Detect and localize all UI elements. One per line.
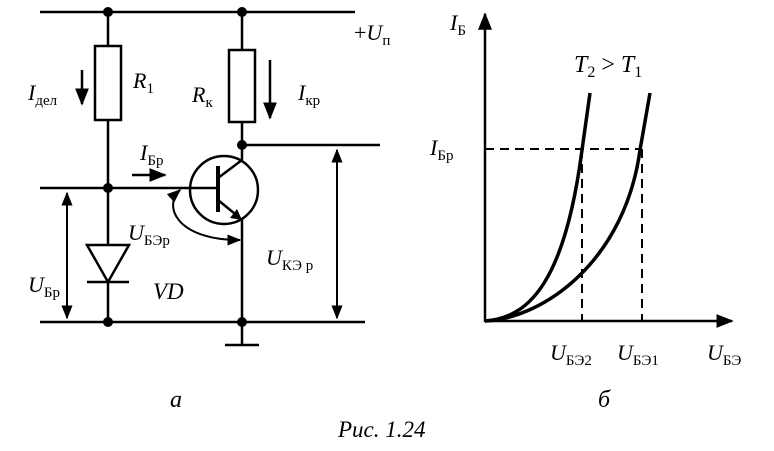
ikr-label: Iкр — [297, 80, 320, 109]
curve-t2 — [484, 92, 592, 323]
resistor-r1 — [93, 44, 123, 122]
resistor-rk — [227, 48, 257, 124]
circuit-diagram — [40, 10, 380, 347]
ibr-graph-label: IБр — [429, 135, 453, 164]
curve-t1 — [484, 92, 652, 323]
junction-dot — [237, 140, 247, 150]
uke-label: UКЭ р — [266, 245, 313, 274]
junction-dots — [103, 7, 247, 327]
junction-dot — [237, 7, 247, 17]
transistor-body — [188, 154, 260, 226]
characteristic-graph — [478, 12, 734, 328]
junction-dot — [103, 7, 113, 17]
transistor-collector — [217, 159, 243, 179]
r1-label: R1 — [132, 68, 154, 97]
y-axis-label: IБ — [449, 10, 466, 39]
panel-b-label: б — [598, 387, 611, 413]
ibr-circuit-label: IБр — [139, 140, 163, 169]
diode-label: VD — [153, 279, 184, 304]
diode-vd — [84, 243, 132, 285]
ubr-label: UБр — [28, 272, 60, 301]
x-axis-label: UБЭ — [707, 340, 742, 369]
panel-a-label: а — [170, 387, 182, 413]
uber-curved-arrow — [166, 189, 242, 246]
junction-dot — [103, 317, 113, 327]
idel-label: Iдел — [27, 80, 58, 109]
rk-label: Rк — [191, 82, 213, 111]
ube1-label: UБЭ1 — [617, 340, 659, 369]
ube2-label: UБЭ2 — [550, 340, 592, 369]
junction-dot — [103, 183, 113, 193]
temperature-condition-label: T2 > T1 — [574, 52, 642, 81]
junction-dot — [237, 317, 247, 327]
figure-caption: Рис. 1.24 — [337, 417, 426, 442]
uber-label: UБЭр — [128, 220, 170, 249]
supply-label: +Uп — [354, 20, 390, 49]
